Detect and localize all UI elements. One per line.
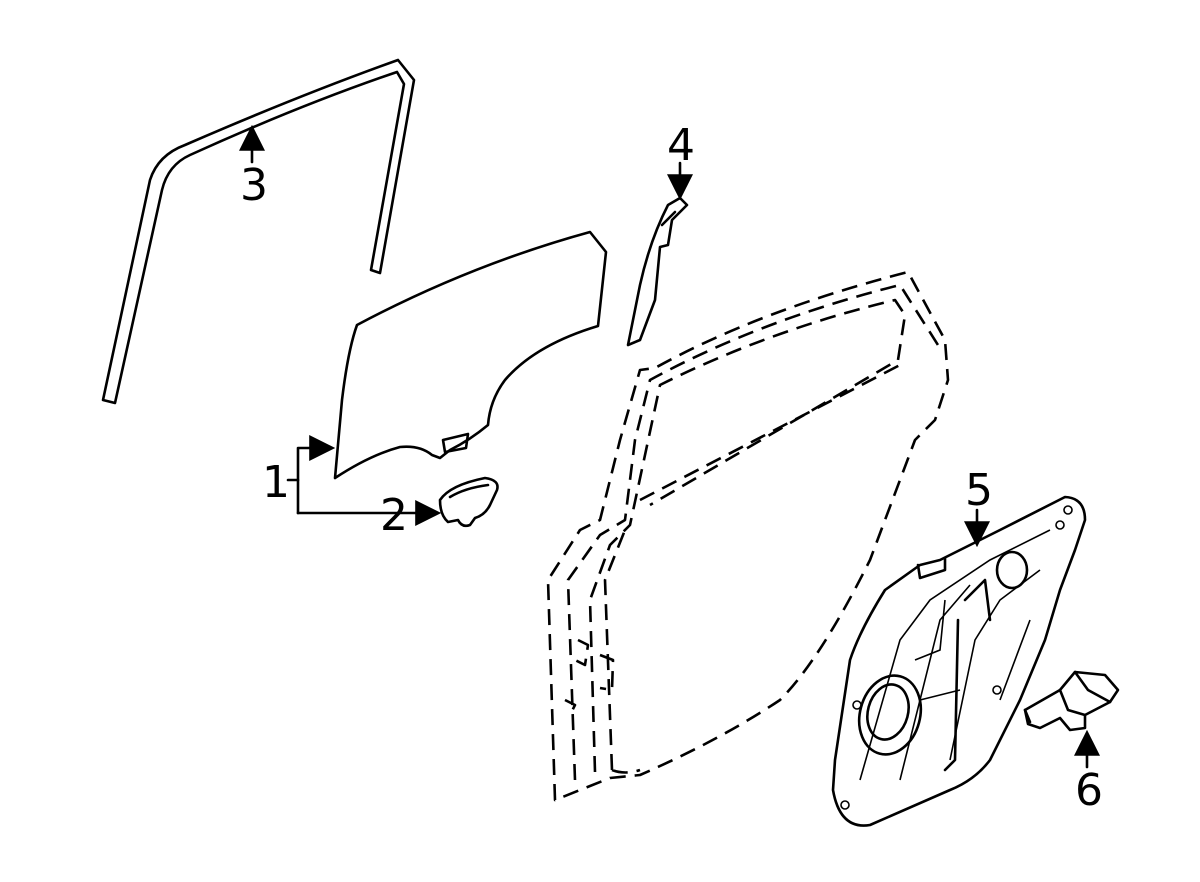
channel-strip-part	[626, 196, 689, 347]
callout-6: 6	[1075, 765, 1103, 816]
run-channel-part	[101, 58, 416, 405]
door-shell-outline	[546, 270, 950, 802]
regulator-motor-part	[1023, 670, 1120, 732]
callout-2: 2	[380, 490, 408, 541]
callout-3: 3	[240, 160, 268, 211]
callout-4: 4	[667, 120, 695, 171]
window-regulator-part	[831, 495, 1087, 827]
callout-leaders	[239, 124, 1100, 769]
callout-1: 1	[262, 457, 290, 508]
callout-5: 5	[965, 465, 993, 516]
door-glass-part	[333, 230, 608, 480]
glass-clip-part	[438, 476, 499, 528]
